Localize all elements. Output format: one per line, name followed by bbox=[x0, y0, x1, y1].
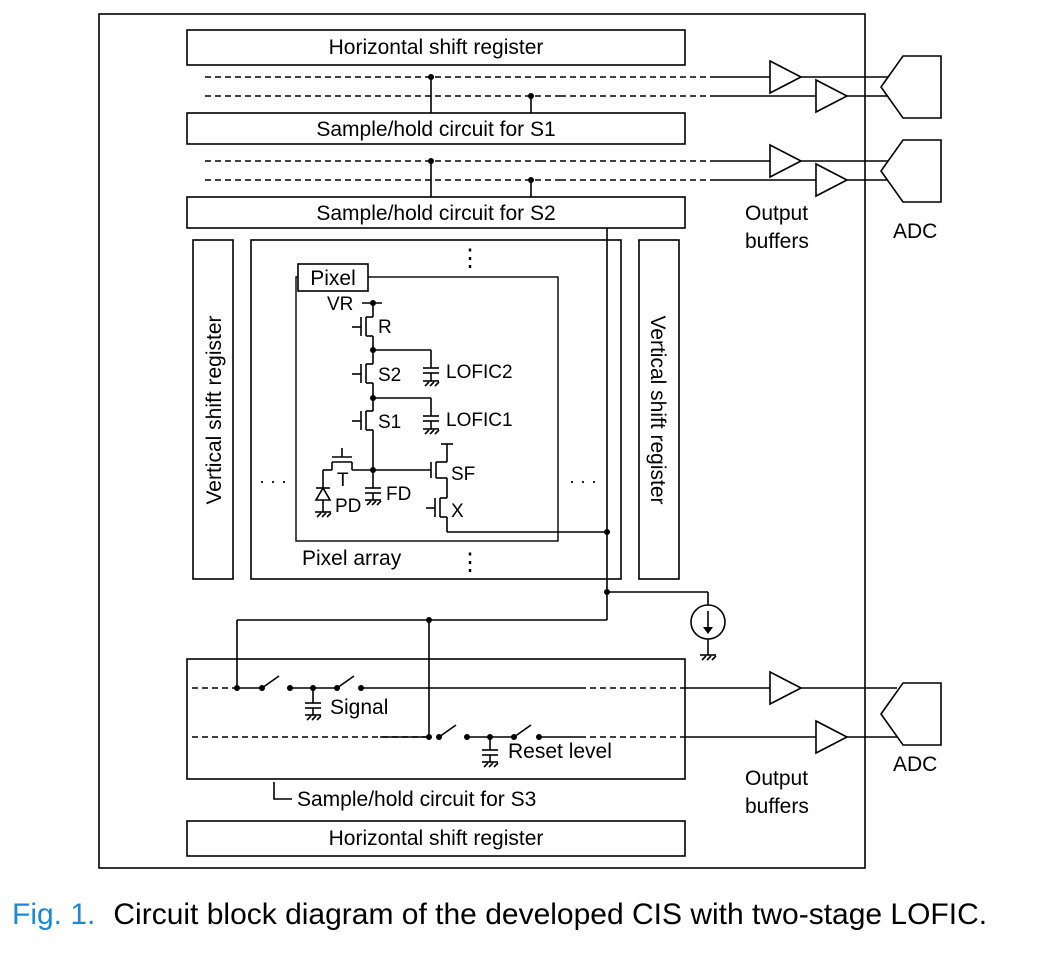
sample-hold-s2-label: Sample/hold circuit for S2 bbox=[316, 202, 555, 225]
circuit-block-diagram: Horizontal shift register Sample/hold ci… bbox=[98, 13, 942, 869]
label-reset-level: Reset level bbox=[508, 740, 612, 763]
label-vr: VR bbox=[327, 294, 353, 315]
vertical-shift-register-right-label: Vertical shift register bbox=[646, 315, 669, 504]
label-t: T bbox=[337, 470, 349, 491]
label-s2: S2 bbox=[378, 365, 401, 386]
ellipsis-bottom: ⋮ bbox=[458, 549, 482, 576]
figure-caption-text: Circuit block diagram of the developed C… bbox=[113, 898, 988, 931]
pixel-array bbox=[250, 239, 622, 580]
sample-hold-s1 bbox=[186, 112, 686, 145]
sample-hold-s3-leader bbox=[273, 782, 292, 800]
pixel-array-label: Pixel array bbox=[302, 547, 402, 570]
output-buffers-top-label-2: buffers bbox=[745, 230, 809, 253]
label-x: X bbox=[451, 501, 464, 522]
signal-path bbox=[192, 675, 770, 721]
figure-caption: Fig. 1. Circuit block diagram of the deve… bbox=[12, 898, 1037, 932]
horizontal-shift-register-top bbox=[186, 29, 686, 66]
pixel-circuit bbox=[314, 300, 453, 532]
ellipsis-left: · · · bbox=[259, 471, 287, 491]
output-buffers-bottom-label-1: Output bbox=[745, 767, 808, 790]
label-pd: PD bbox=[335, 496, 361, 517]
label-s1: S1 bbox=[378, 412, 401, 433]
adc-top-label: ADC bbox=[893, 220, 937, 243]
sample-hold-s1-label: Sample/hold circuit for S1 bbox=[316, 118, 555, 141]
output-buffers-top bbox=[769, 59, 897, 198]
ellipsis-top: ⋮ bbox=[458, 245, 482, 272]
s2-output-bus bbox=[205, 158, 816, 197]
output-buffers-bottom bbox=[769, 670, 897, 755]
label-r: R bbox=[378, 317, 392, 338]
output-buffers-top-label-1: Output bbox=[745, 202, 808, 225]
vertical-shift-register-right bbox=[638, 239, 680, 580]
adc-bottom-label: ADC bbox=[893, 753, 937, 776]
sample-hold-s2 bbox=[186, 196, 686, 229]
output-buffers-bottom-label-2: buffers bbox=[745, 795, 809, 818]
ellipsis-right: · · · bbox=[569, 471, 597, 491]
reset-path bbox=[192, 724, 816, 768]
horizontal-shift-register-top-label: Horizontal shift register bbox=[329, 36, 544, 59]
figure-number: Fig. 1. bbox=[12, 898, 96, 931]
pixel-cell bbox=[295, 276, 559, 542]
label-sf: SF bbox=[451, 464, 475, 485]
pixel-label: Pixel bbox=[310, 267, 356, 290]
column-to-s3-wiring bbox=[236, 589, 709, 737]
horizontal-shift-register-bottom-label: Horizontal shift register bbox=[329, 827, 544, 850]
s1-output-bus bbox=[205, 74, 816, 113]
vertical-shift-register-left-label: Vertical shift register bbox=[203, 315, 226, 504]
column-signal-line bbox=[447, 228, 610, 592]
chip-boundary bbox=[98, 13, 866, 869]
sample-hold-s3-label: Sample/hold circuit for S3 bbox=[297, 788, 536, 811]
adc-bottom-converter bbox=[880, 682, 942, 746]
current-source-icon bbox=[690, 604, 726, 661]
label-lofic1: LOFIC1 bbox=[446, 410, 513, 431]
vertical-shift-register-left bbox=[192, 239, 234, 580]
horizontal-shift-register-bottom bbox=[186, 820, 686, 857]
label-signal: Signal bbox=[330, 696, 388, 719]
label-lofic2: LOFIC2 bbox=[446, 362, 513, 383]
adc-top-converters bbox=[880, 55, 942, 203]
label-fd: FD bbox=[386, 484, 411, 505]
pixel-label-box bbox=[297, 263, 369, 292]
sample-hold-s3 bbox=[186, 658, 686, 780]
